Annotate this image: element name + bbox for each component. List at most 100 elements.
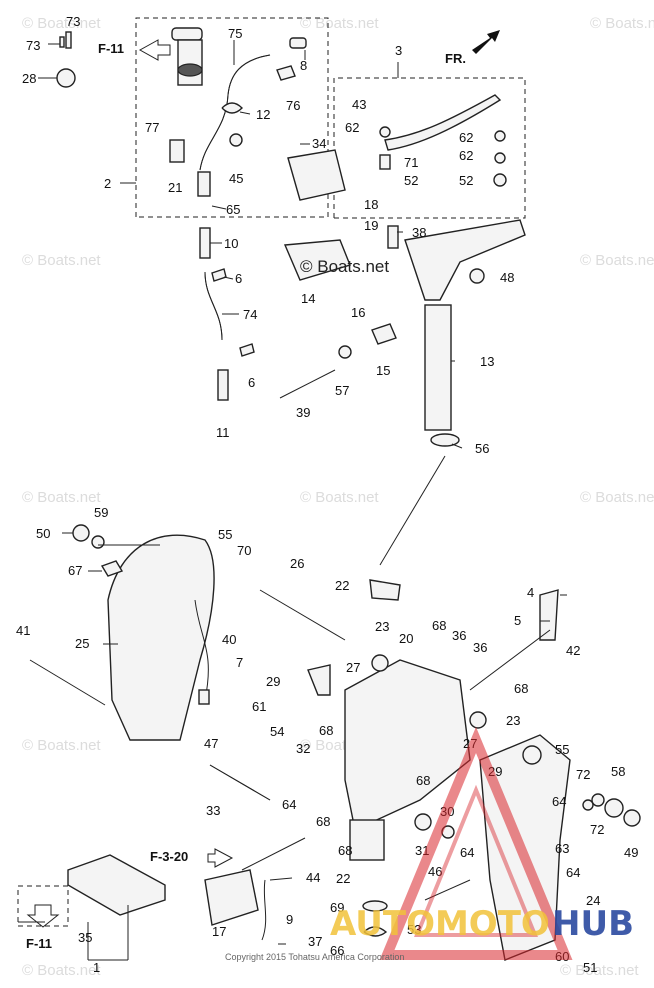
callout-label: 58 bbox=[611, 764, 625, 779]
callout-label: 68 bbox=[432, 618, 446, 633]
callout-label: 15 bbox=[376, 363, 390, 378]
callout-label: 29 bbox=[266, 674, 280, 689]
callout-label: 28 bbox=[22, 71, 36, 86]
callout-label: 4 bbox=[527, 585, 534, 600]
callout-labels: 73 73 28 75 8 3 76 12 43 62 77 34 62 2 2… bbox=[16, 14, 638, 975]
callout-label: 72 bbox=[590, 822, 604, 837]
front-direction-arrow: FR. bbox=[445, 30, 500, 66]
watermark: © Boats.net bbox=[22, 15, 101, 32]
callout-label: 72 bbox=[576, 767, 590, 782]
callout-label: 40 bbox=[222, 632, 236, 647]
callout-label: 26 bbox=[290, 556, 304, 571]
callout-label: 41 bbox=[16, 623, 30, 638]
brand-part1: AUTOMOTO bbox=[330, 904, 550, 944]
callout-label: 18 bbox=[364, 197, 378, 212]
callout-label: 49 bbox=[624, 845, 638, 860]
right-arrow-icon bbox=[207, 848, 234, 868]
callout-label: 11 bbox=[216, 425, 230, 440]
callout-label: 32 bbox=[296, 741, 310, 756]
watermark: © Boats.net bbox=[580, 489, 654, 506]
callout-label: 68 bbox=[338, 843, 352, 858]
ref-arrow-f11-top[interactable]: F-11 bbox=[98, 39, 171, 61]
direction-label: FR. bbox=[445, 51, 466, 66]
callout-label: 67 bbox=[68, 563, 82, 578]
callout-label: 7 bbox=[236, 655, 243, 670]
callout-label: 53 bbox=[407, 922, 421, 937]
callout-label: 16 bbox=[351, 305, 365, 320]
callout-label: 27 bbox=[346, 660, 360, 675]
callout-label: 17 bbox=[212, 924, 226, 939]
callout-label: 64 bbox=[552, 794, 566, 809]
ref-label: F-11 bbox=[26, 936, 52, 951]
callout-label: 73 bbox=[26, 38, 40, 53]
watermark: © Boats.net bbox=[560, 962, 639, 979]
callout-label: 3 bbox=[395, 43, 402, 58]
callout-label: 44 bbox=[306, 870, 320, 885]
callout-label: 36 bbox=[473, 640, 487, 655]
callout-label: 42 bbox=[566, 643, 580, 658]
callout-label: 6 bbox=[248, 375, 255, 390]
callout-label: 14 bbox=[301, 291, 315, 306]
callout-label: 59 bbox=[94, 505, 108, 520]
callout-label: 19 bbox=[364, 218, 378, 233]
callout-label: 34 bbox=[312, 136, 326, 151]
callout-label: 52 bbox=[459, 173, 473, 188]
callout-label: 68 bbox=[514, 681, 528, 696]
callout-label: 24 bbox=[586, 893, 600, 908]
ref-arrow-f11-bottom[interactable]: F-11 bbox=[17, 885, 69, 951]
brand-part2: HUB bbox=[552, 904, 634, 944]
callout-label: 56 bbox=[475, 441, 489, 456]
brand-logo: AUTOMOTO HUB bbox=[330, 726, 634, 960]
callout-label: 45 bbox=[229, 171, 243, 186]
callout-label: 68 bbox=[319, 723, 333, 738]
parts-top-group bbox=[56, 27, 507, 201]
callout-label: 23 bbox=[506, 713, 520, 728]
callout-label: 62 bbox=[459, 148, 473, 163]
callout-label: 65 bbox=[226, 202, 240, 217]
callout-label: 64 bbox=[282, 797, 296, 812]
watermark: © Boats.net bbox=[22, 252, 101, 269]
callout-label: 37 bbox=[308, 934, 322, 949]
callout-label: 68 bbox=[316, 814, 330, 829]
center-watermark: © Boats.net bbox=[300, 257, 389, 276]
callout-label: 75 bbox=[228, 26, 242, 41]
callout-label: 33 bbox=[206, 803, 220, 818]
watermark: © Boats.net bbox=[300, 15, 379, 32]
watermark: © Boats.net bbox=[22, 737, 101, 754]
callout-label: 70 bbox=[237, 543, 251, 558]
callout-label: 50 bbox=[36, 526, 50, 541]
callout-label: 61 bbox=[252, 699, 266, 714]
callout-label: 10 bbox=[224, 236, 238, 251]
callout-label: 73 bbox=[66, 14, 80, 29]
callout-label: 13 bbox=[480, 354, 494, 369]
watermark: © Boats.net bbox=[580, 252, 654, 269]
down-arrow-icon bbox=[26, 904, 60, 928]
callout-label: 54 bbox=[270, 724, 284, 739]
watermark: © Boats.net bbox=[300, 489, 379, 506]
callout-label: 6 bbox=[235, 271, 242, 286]
callout-label: 46 bbox=[428, 864, 442, 879]
callout-label: 51 bbox=[583, 960, 597, 975]
callout-label: 74 bbox=[243, 307, 257, 322]
callout-label: 25 bbox=[75, 636, 89, 651]
callout-label: 62 bbox=[345, 120, 359, 135]
arrow-up-right-icon bbox=[472, 30, 500, 54]
callout-label: 69 bbox=[330, 900, 344, 915]
callout-label: 57 bbox=[335, 383, 349, 398]
ref-label: F-11 bbox=[98, 41, 124, 56]
callout-label: 22 bbox=[335, 578, 349, 593]
callout-label: 43 bbox=[352, 97, 366, 112]
group-frame-3 bbox=[333, 77, 526, 219]
copyright-text: Copyright 2015 Tohatsu America Corporati… bbox=[225, 952, 404, 962]
callout-label: 22 bbox=[336, 871, 350, 886]
callout-label: 9 bbox=[286, 912, 293, 927]
group-frame-2 bbox=[135, 17, 329, 218]
callout-label: 68 bbox=[416, 773, 430, 788]
callout-label: 62 bbox=[459, 130, 473, 145]
callout-label: 66 bbox=[330, 943, 344, 958]
callout-label: 48 bbox=[500, 270, 514, 285]
leader-lines bbox=[18, 40, 567, 961]
callout-label: 52 bbox=[404, 173, 418, 188]
callout-label: 39 bbox=[296, 405, 310, 420]
